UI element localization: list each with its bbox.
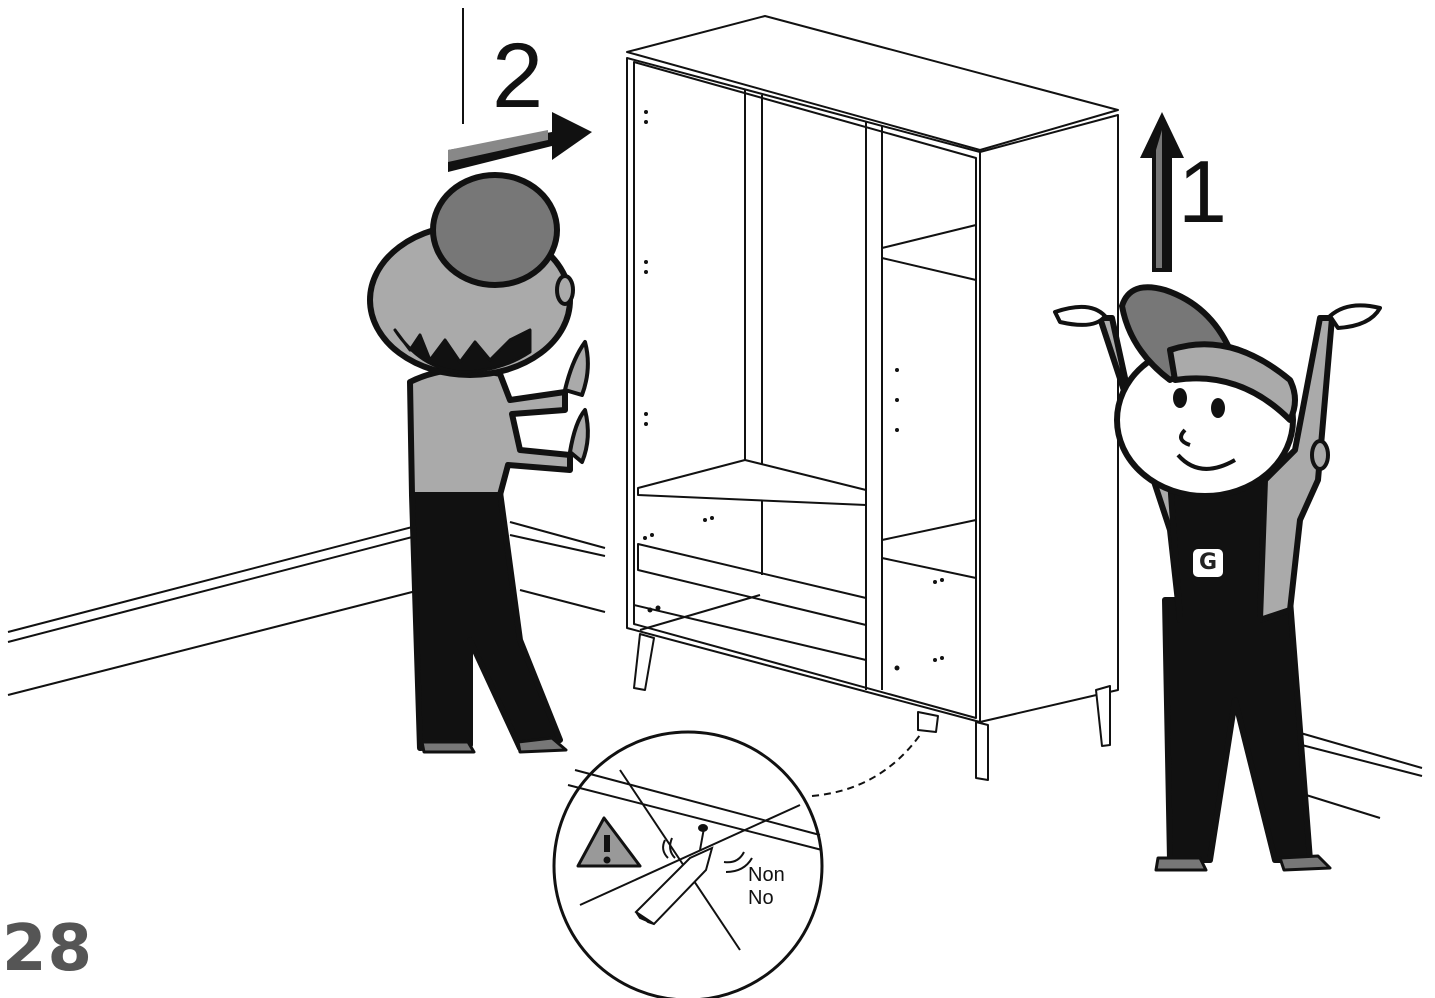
wardrobe xyxy=(627,16,1118,780)
warning-text-fr: Non xyxy=(748,864,785,886)
step-2-label: 2 xyxy=(492,30,543,122)
step-1-label: 1 xyxy=(1178,148,1227,236)
logo-badge-letter: G xyxy=(1192,547,1224,579)
worker-pushing xyxy=(370,175,588,752)
warning-text-en: No xyxy=(748,887,774,909)
warning-callout xyxy=(554,732,920,998)
page-number: 28 xyxy=(2,912,93,986)
